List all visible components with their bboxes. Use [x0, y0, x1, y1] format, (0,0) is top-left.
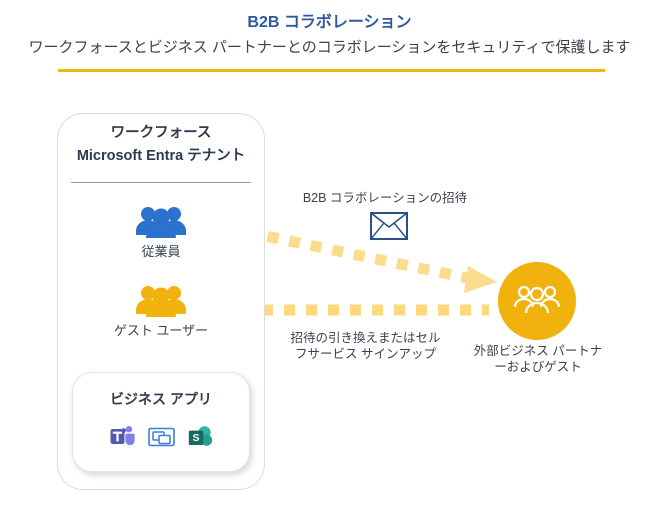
persona-employees-label: 従業員: [141, 244, 181, 259]
microsoft-teams-icon[interactable]: [110, 425, 135, 448]
business-apps-title: ビジネス アプリ: [110, 391, 212, 407]
persona-guest-users: ゲスト ユーザー: [57, 284, 265, 339]
external-partner-label-line2: ーおよびゲスト: [494, 360, 582, 374]
persona-employees: 従業員: [57, 205, 265, 260]
page-title: B2B コラボレーション: [247, 14, 412, 31]
tenant-heading-divider: [71, 182, 251, 183]
external-partner-label: 外部ビジネス パートナ ーおよびゲスト: [462, 343, 614, 375]
envelope-icon: [370, 212, 408, 240]
business-apps-card: [72, 372, 250, 472]
svg-text:S: S: [192, 432, 199, 444]
people-outline-icon: [513, 283, 561, 320]
workforce-tenant-heading: ワークフォース Microsoft Entra テナント: [57, 122, 265, 168]
tenant-heading-line2: Microsoft Entra テナント: [76, 148, 246, 164]
persona-guest-users-label: ゲスト ユーザー: [113, 323, 209, 338]
redemption-label-line1: 招待の引き換えまたはセル: [290, 331, 441, 345]
invitation-label: B2B コラボレーションの招待: [302, 191, 468, 205]
people-group-icon: [57, 284, 265, 318]
external-partner-circle: [498, 262, 576, 340]
business-apps-icon-row: S: [72, 425, 250, 448]
app-window-icon[interactable]: [147, 426, 175, 448]
people-group-icon: [57, 205, 265, 239]
page-subtitle: ワークフォースとビジネス パートナーとのコラボレーションをセキュリティで保護しま…: [28, 39, 631, 56]
sharepoint-icon[interactable]: S: [188, 425, 213, 448]
tenant-heading-line1: ワークフォース: [110, 125, 212, 141]
header-divider-rule: [58, 69, 605, 72]
redemption-label: 招待の引き換えまたはセル フサービス サインアップ: [268, 330, 463, 362]
redemption-label-line2: フサービス サインアップ: [295, 347, 436, 361]
page-header: B2B コラボレーション ワークフォースとビジネス パートナーとのコラボレーショ…: [0, 0, 659, 58]
external-partner-label-line1: 外部ビジネス パートナ: [473, 344, 603, 358]
